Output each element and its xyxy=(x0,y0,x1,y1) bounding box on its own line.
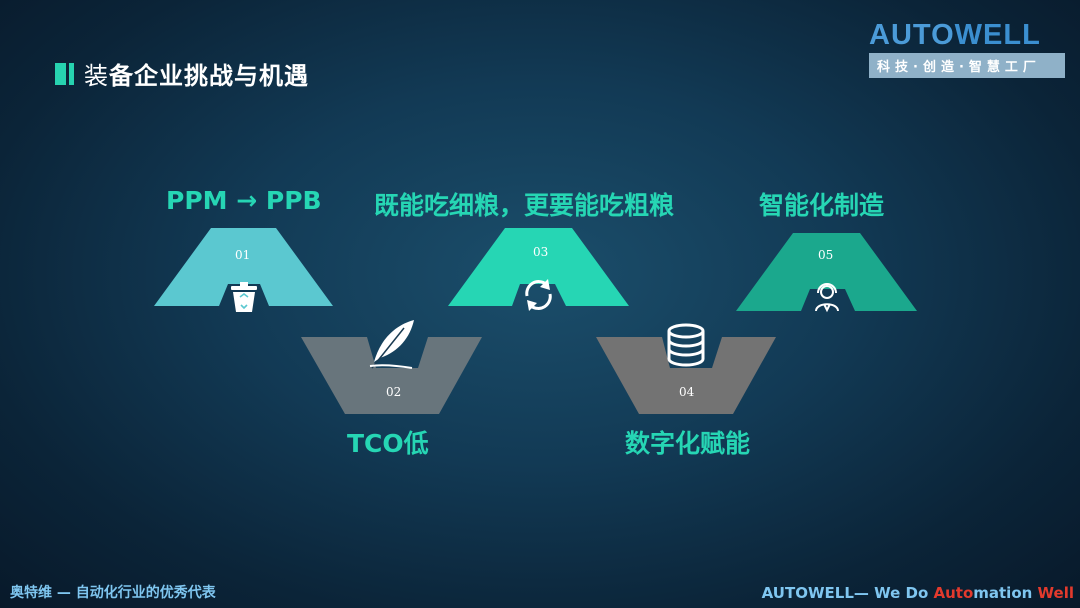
footer-slogan: 奥特维 — 自动化行业的优秀代表 xyxy=(10,585,216,601)
trash-can-icon xyxy=(231,282,257,312)
step-03-label: 既能吃细粮，更要能吃粗粮 xyxy=(374,191,675,220)
step-02-number: 02 xyxy=(386,385,402,399)
logo-tagline: 科技·创造·智慧工厂 xyxy=(869,53,1065,78)
step-03-number: 03 xyxy=(533,245,549,259)
logo-name-b: WELL xyxy=(954,19,1041,51)
refresh-icon xyxy=(525,279,552,311)
step-02-label: TCO低 xyxy=(347,429,429,458)
step-05-label: 智能化制造 xyxy=(759,191,885,220)
autowell-logo: AUTOWELL 科技·创造·智慧工厂 xyxy=(869,20,1065,78)
feather-icon xyxy=(369,320,414,369)
logo-wordmark: AUTOWELL xyxy=(869,20,1065,50)
title-marker-thin xyxy=(69,62,74,85)
step-01-shape xyxy=(154,228,333,306)
logo-name-a: AUTO xyxy=(869,19,955,51)
title-marker xyxy=(55,62,66,85)
footer-brand-line: AUTOWELL— We Do Automation Well xyxy=(762,584,1074,602)
title-rest: 备企业挑战与机遇 xyxy=(109,62,309,90)
step-04-shape xyxy=(596,337,776,414)
database-icon xyxy=(667,323,705,367)
page-title: 装备企业挑战与机遇 xyxy=(84,56,309,91)
step-05-shape xyxy=(736,233,917,311)
footer-brand-a: AUTOWELL— We Do xyxy=(761,584,934,602)
user-headset-icon xyxy=(815,283,839,313)
step-04-label: 数字化赋能 xyxy=(625,429,751,458)
step-02-shape xyxy=(301,337,482,414)
step-04-number: 04 xyxy=(679,385,695,399)
slide-title: 装备企业挑战与机遇 xyxy=(55,56,309,91)
step-05-number: 05 xyxy=(818,248,834,262)
footer-brand-b: Auto xyxy=(933,584,974,602)
footer-brand-c: mation xyxy=(973,584,1038,602)
step-03-shape xyxy=(448,228,629,306)
title-first-char: 装 xyxy=(84,62,109,90)
step-01-number: 01 xyxy=(235,248,251,262)
step-01-label: PPM → PPB xyxy=(166,186,322,215)
footer-brand-d: Well xyxy=(1037,584,1074,602)
